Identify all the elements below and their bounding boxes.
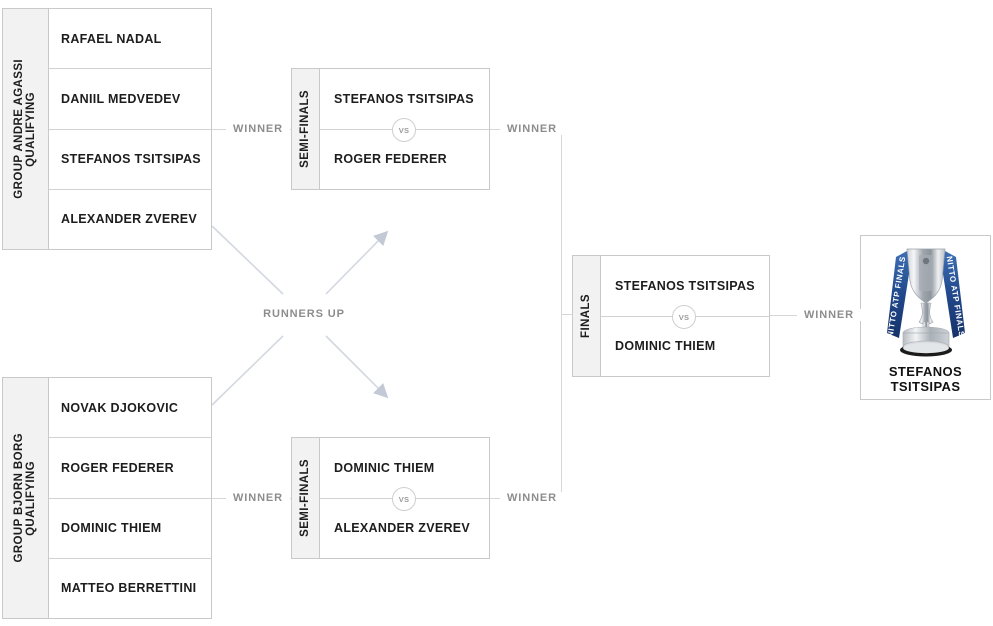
group-player-row[interactable]: RAFAEL NADAL	[49, 9, 211, 70]
connector-label-winner-group-b: WINNER	[226, 492, 291, 504]
semifinal-player-bottom[interactable]: ALEXANDER ZVEREV	[334, 521, 471, 536]
trophy-ribbon-left: NITTO ATP FINALS	[885, 251, 911, 338]
connector-label-winner-group-a: WINNER	[226, 123, 291, 135]
champion-card: NITTO ATP FINALS NITTO ATP FINALS	[860, 235, 991, 400]
group-player-row[interactable]: DANIIL MEDVEDEV	[49, 69, 211, 130]
vs-badge-finals: VS	[672, 305, 696, 329]
trophy-ribbon-right: NITTO ATP FINALS	[940, 251, 966, 338]
group-side-label-andre-agassi: GROUP ANDRE AGASSI QUALIFYING	[3, 9, 49, 249]
trophy-stem	[918, 302, 933, 325]
semifinal-box-2: SEMI-FINALS DOMINIC THIEM ALEXANDER ZVER…	[291, 437, 490, 559]
group-player-row[interactable]: STEFANOS TSITSIPAS	[49, 130, 211, 190]
trophy-image: NITTO ATP FINALS NITTO ATP FINALS	[861, 236, 990, 362]
semifinal-side-label-2: SEMI-FINALS	[292, 438, 320, 558]
connector-join-to-final	[561, 314, 573, 315]
semifinal-player-bottom[interactable]: ROGER FEDERER	[334, 152, 447, 167]
group-player-row[interactable]: MATTEO BERRETTINI	[61, 581, 197, 596]
group-player-list-andre-agassi: RAFAEL NADAL DANIIL MEDVEDEV STEFANOS TS…	[49, 9, 211, 249]
semifinal-side-label-1: SEMI-FINALS	[292, 69, 320, 189]
semifinal-box-1: SEMI-FINALS STEFANOS TSITSIPAS ROGER FED…	[291, 68, 490, 190]
group-label-secondary: QUALIFYING	[25, 91, 37, 167]
finals-side-label: FINALS	[573, 256, 601, 376]
group-player-list-bjorn-borg: NOVAK DJOKOVIC ROGER FEDERER DOMINIC THI…	[49, 378, 211, 618]
finals-label: FINALS	[579, 294, 592, 338]
group-box-bjorn-borg: GROUP BJORN BORG QUALIFYING NOVAK DJOKOV…	[2, 377, 212, 619]
vs-badge-semifinal-1: VS	[392, 118, 416, 142]
finals-box: FINALS STEFANOS TSITSIPAS DOMINIC THIEM	[572, 255, 770, 377]
finals-player-bottom[interactable]: DOMINIC THIEM	[615, 339, 716, 354]
connector-label-winner-semi-1: WINNER	[500, 123, 565, 135]
semifinal-rows-1: STEFANOS TSITSIPAS ROGER FEDERER	[320, 69, 489, 189]
group-player-row[interactable]: ROGER FEDERER	[49, 438, 211, 499]
semifinal-label: SEMI-FINALS	[298, 459, 311, 537]
connector-label-winner-final: WINNER	[797, 309, 862, 321]
atp-finals-trophy-icon: NITTO ATP FINALS NITTO ATP FINALS	[885, 248, 966, 357]
champion-name: STEFANOS TSITSIPAS	[888, 364, 963, 394]
group-box-andre-agassi: GROUP ANDRE AGASSI QUALIFYING RAFAEL NAD…	[2, 8, 212, 250]
group-player-row[interactable]: NOVAK DJOKOVIC	[49, 378, 211, 439]
group-player-row[interactable]: DOMINIC THIEM	[49, 499, 211, 559]
group-label-secondary: QUALIFYING	[25, 460, 37, 536]
group-label-primary: GROUP ANDRE AGASSI	[12, 59, 25, 199]
runners-up-label: RUNNERS UP	[254, 308, 354, 320]
group-player-row[interactable]: ALEXANDER ZVEREV	[61, 212, 198, 227]
group-label-primary: GROUP BJORN BORG	[12, 433, 25, 563]
vs-badge-semifinal-2: VS	[392, 487, 416, 511]
semifinal-label: SEMI-FINALS	[298, 90, 311, 168]
group-side-label-bjorn-borg: GROUP BJORN BORG QUALIFYING	[3, 378, 49, 618]
connector-label-winner-semi-2: WINNER	[500, 492, 565, 504]
